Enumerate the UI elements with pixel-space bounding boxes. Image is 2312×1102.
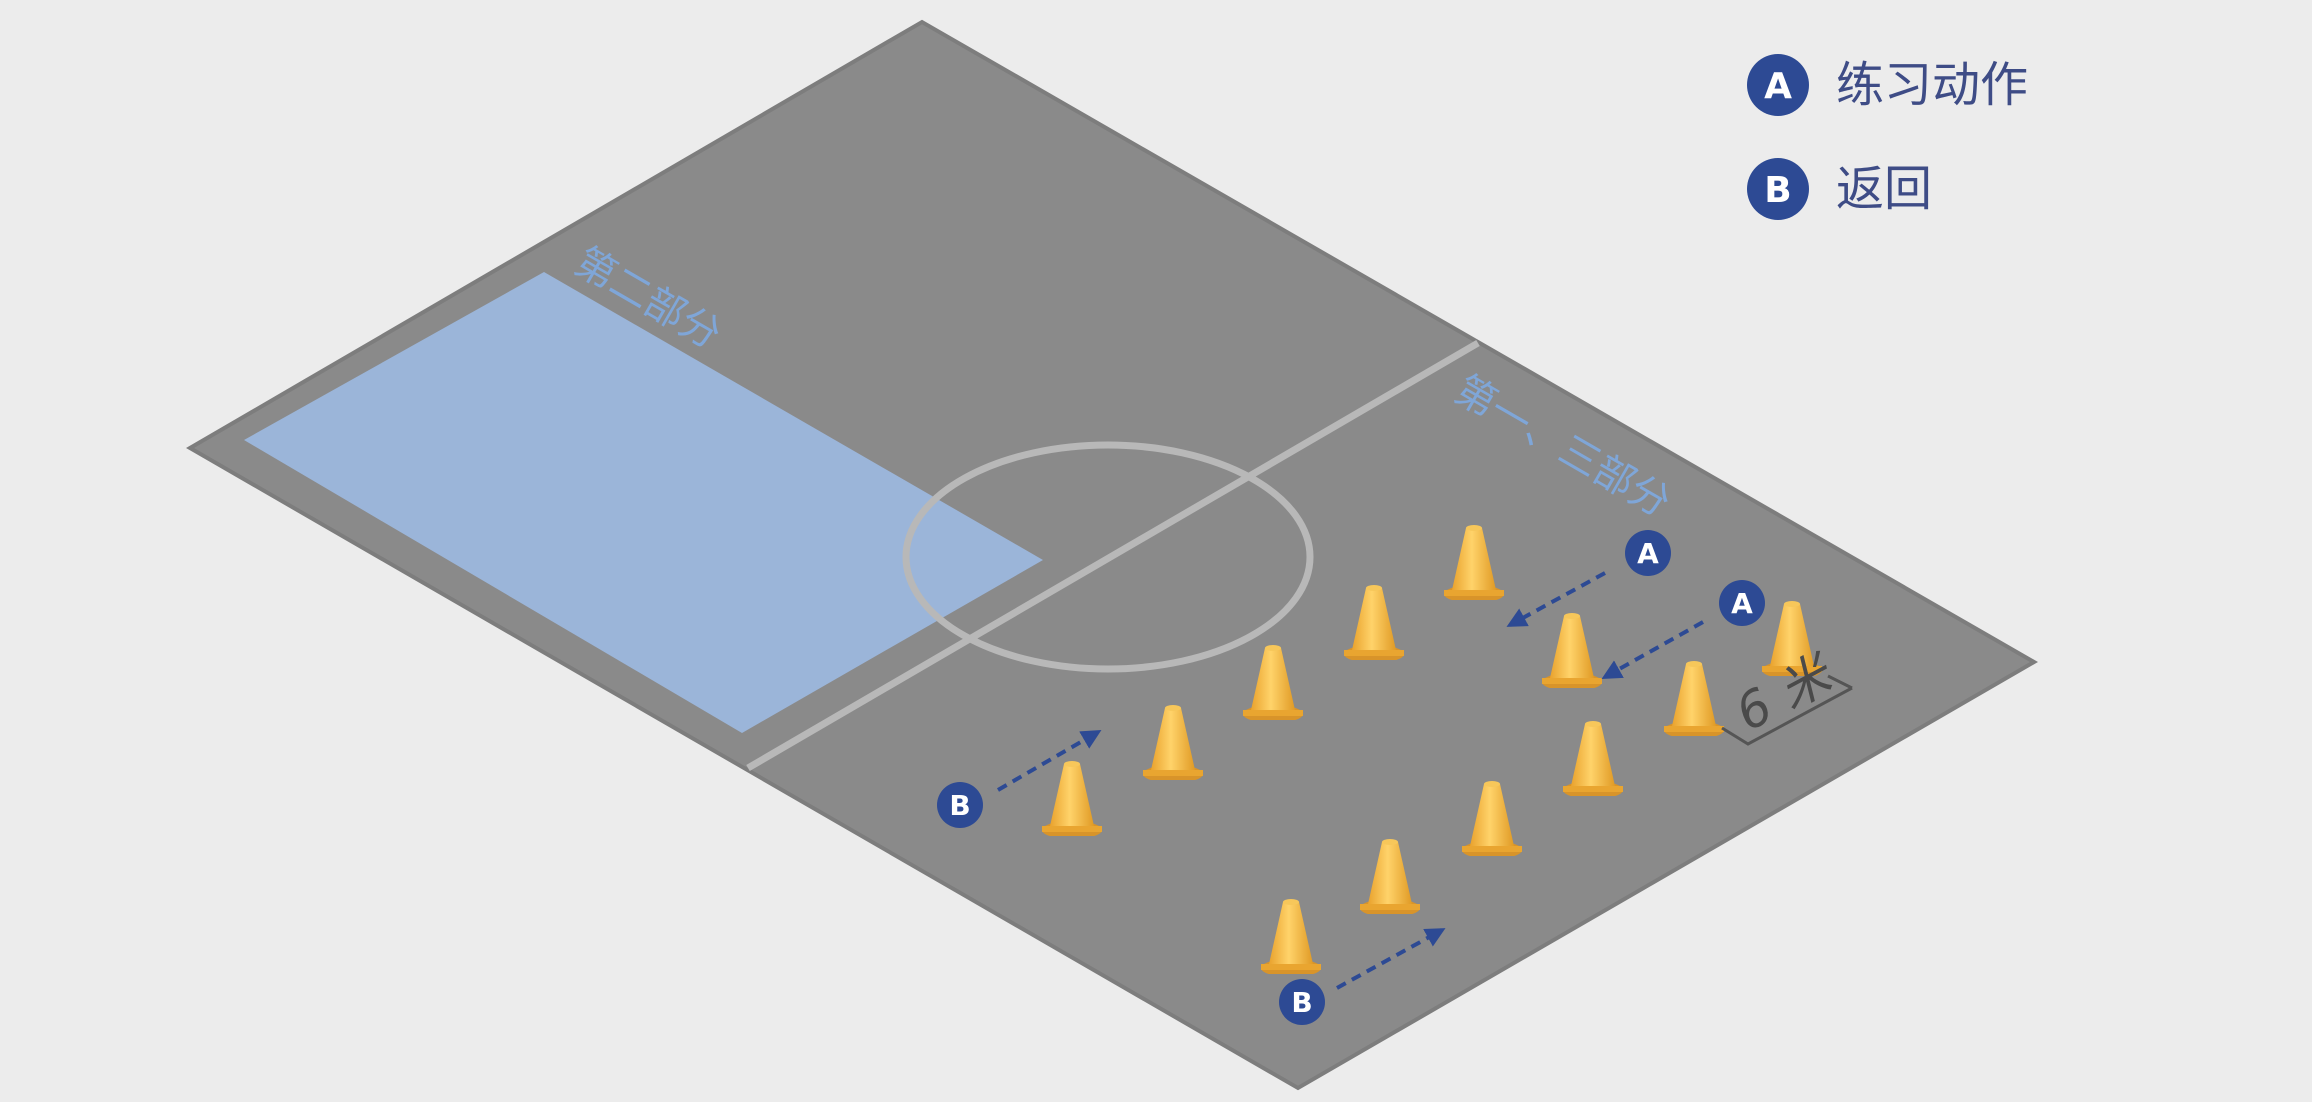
- dashed-arrow-icon: [1601, 620, 1704, 679]
- svg-text:B: B: [949, 789, 970, 822]
- center-circle: [902, 441, 1314, 673]
- letter-badge-icon: [937, 782, 983, 828]
- svg-text:A: A: [1731, 587, 1753, 620]
- legend: A 练习动作 B 返回: [1747, 54, 2028, 220]
- field-badge-a-1: A: [1625, 530, 1671, 576]
- letter-badge-icon: [1279, 979, 1325, 1025]
- legend-letter-b: B: [1764, 170, 1791, 211]
- svg-text:A: A: [1637, 537, 1659, 570]
- legend-label-b: 返回: [1836, 161, 1932, 217]
- center-line: [746, 339, 1480, 772]
- dashed-arrow-icon: [1506, 571, 1606, 627]
- letter-badge-icon: [1625, 530, 1671, 576]
- arrow-group: [996, 571, 1704, 990]
- field-badge-b-2: B: [1279, 979, 1325, 1025]
- legend-label-a: 练习动作: [1836, 57, 2028, 113]
- legend-item-a: A 练习动作: [1747, 54, 2028, 116]
- distance-bracket: [1721, 686, 1853, 746]
- field-badge-b-1: B: [937, 782, 983, 828]
- field-badge-a-2: A: [1719, 580, 1765, 626]
- letter-badge-icon: [1747, 158, 1809, 220]
- letter-badge-icon: [1719, 580, 1765, 626]
- zone-part-two: [244, 272, 1043, 733]
- dashed-arrow-icon: [1336, 928, 1446, 990]
- legend-item-b: B 返回: [1747, 158, 1932, 220]
- svg-text:B: B: [1291, 986, 1312, 1019]
- dashed-arrow-icon: [996, 729, 1102, 792]
- letter-badge-icon: [1747, 54, 1809, 116]
- legend-letter-a: A: [1764, 66, 1792, 107]
